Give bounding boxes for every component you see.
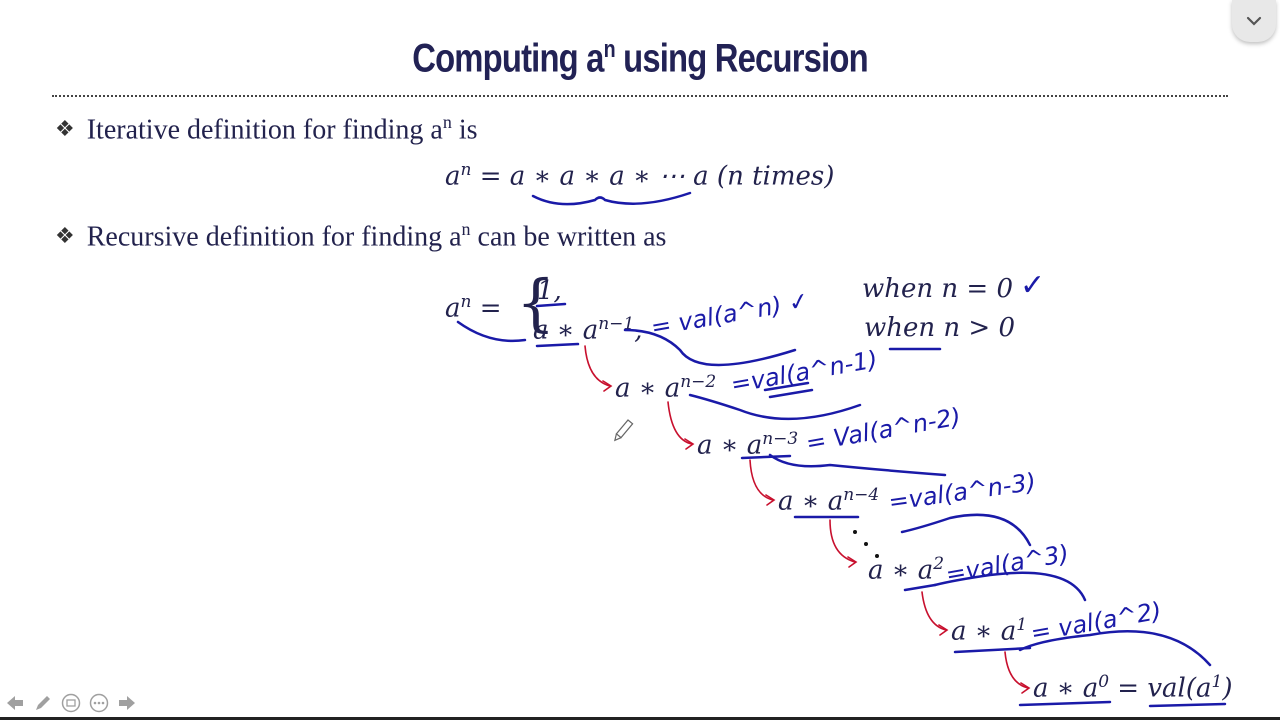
bullet-tail: can be written as bbox=[470, 221, 667, 253]
condition-1: when n = 0 bbox=[862, 274, 1013, 304]
expansion-step-4: a ∗ a2 bbox=[868, 554, 944, 586]
collapse-button[interactable] bbox=[1232, 0, 1276, 42]
step-tail-end: ) bbox=[1222, 673, 1233, 704]
bullet-recursive: ❖ Recursive definition for finding an can… bbox=[55, 219, 666, 253]
expansion-step-3: a ∗ an−4 bbox=[778, 485, 879, 517]
step-sup: 1 bbox=[1016, 615, 1028, 635]
case2-base: a ∗ a bbox=[533, 315, 599, 346]
lhs-sup: n bbox=[460, 292, 472, 312]
red-arrow-1 bbox=[584, 345, 611, 387]
step-sup: n−4 bbox=[843, 485, 880, 505]
formula-lhs-sup: n bbox=[460, 160, 472, 180]
recursive-lhs: an = bbox=[445, 292, 502, 324]
annotation-val-n3: =val(a^n-3) bbox=[886, 467, 1038, 517]
step-sup: 0 bbox=[1098, 672, 1110, 692]
step-base: a ∗ a bbox=[1033, 673, 1099, 704]
slides-icon[interactable] bbox=[60, 692, 82, 714]
expansion-step-5: a ∗ a1 bbox=[951, 615, 1027, 647]
slide-title: Computing an using Recursion bbox=[115, 36, 1165, 81]
red-arrow-3 bbox=[749, 459, 774, 501]
step-tail-sup: 1 bbox=[1211, 672, 1223, 692]
diamond-bullet-icon: ❖ bbox=[55, 116, 75, 142]
annotation-val-n1: =val(a^n-1) bbox=[728, 345, 880, 399]
title-sup: n bbox=[603, 36, 616, 63]
pen-icon[interactable] bbox=[32, 692, 54, 714]
red-arrow-4 bbox=[829, 519, 856, 563]
bullet-text: Iterative definition for finding a bbox=[86, 114, 443, 146]
expansion-step-2: a ∗ an−3 bbox=[697, 429, 798, 461]
annotation-val-3: =val(a^3) bbox=[943, 539, 1071, 589]
bullet-sup: n bbox=[461, 219, 471, 239]
annotation-val-n2: = Val(a^n-2) bbox=[803, 402, 963, 458]
step-sup: 2 bbox=[933, 554, 945, 574]
bullet-text: Recursive definition for finding a bbox=[86, 221, 462, 253]
chevron-down-icon bbox=[1246, 16, 1262, 26]
annotation-val-2: = val(a^2) bbox=[1028, 596, 1164, 648]
pencil-cursor-icon bbox=[614, 419, 634, 442]
case-2: a ∗ an−1, bbox=[533, 314, 642, 346]
formula-lhs: a bbox=[445, 161, 461, 192]
arrow-left-icon[interactable] bbox=[4, 692, 26, 714]
red-arrow-6 bbox=[1004, 651, 1029, 689]
iterative-formula: an = a ∗ a ∗ a ∗ ⋯ a (n times) bbox=[445, 160, 834, 192]
lhs-base: a bbox=[445, 293, 461, 324]
red-arrow-2 bbox=[667, 401, 693, 445]
step-tail: = val(a bbox=[1109, 673, 1212, 704]
bullet-iterative: ❖ Iterative definition for finding an is bbox=[55, 112, 478, 146]
slideshow-toolbar bbox=[4, 692, 138, 714]
annotation-val-n: = val(a^n) ✓ bbox=[648, 286, 812, 342]
title-main: Computing a bbox=[412, 36, 604, 81]
diamond-bullet-icon: ❖ bbox=[55, 223, 75, 249]
case2-sup: n−1 bbox=[598, 314, 635, 334]
step-base: a ∗ a bbox=[951, 616, 1017, 647]
underline-step4 bbox=[903, 583, 937, 592]
arrow-right-icon[interactable] bbox=[116, 692, 138, 714]
return-arrow-1 bbox=[623, 328, 797, 367]
bullet-sup: n bbox=[442, 112, 452, 132]
arrow-lhs bbox=[456, 320, 527, 343]
step-sup: n−3 bbox=[762, 429, 799, 449]
formula-rhs: = a ∗ a ∗ a ∗ ⋯ a (n times) bbox=[471, 161, 835, 192]
expansion-step-6: a ∗ a0 = val(a1) bbox=[1033, 672, 1232, 704]
underline-step5 bbox=[953, 646, 1032, 654]
case-1: 1, bbox=[537, 276, 562, 306]
title-rest: using Recursion bbox=[614, 36, 868, 81]
return-arrow-4 bbox=[900, 513, 1032, 547]
bottom-bar bbox=[0, 717, 1280, 720]
step-base: a ∗ a bbox=[615, 373, 681, 404]
condition-2: when n > 0 bbox=[864, 313, 1015, 343]
brace-under-iterative bbox=[531, 191, 692, 206]
step-sup: n−2 bbox=[680, 372, 717, 392]
annotation-check: ✓ bbox=[1020, 268, 1046, 303]
step-base: a ∗ a bbox=[697, 430, 763, 461]
case2-comma: , bbox=[634, 315, 643, 346]
step-base: a ∗ a bbox=[778, 486, 844, 517]
title-divider bbox=[52, 95, 1228, 97]
bullet-tail: is bbox=[451, 114, 478, 146]
red-arrow-5 bbox=[921, 591, 947, 631]
expansion-step-1: a ∗ an−2 bbox=[615, 372, 716, 404]
lhs-eq: = bbox=[479, 293, 502, 324]
step-base: a ∗ a bbox=[868, 555, 934, 586]
more-icon[interactable] bbox=[88, 692, 110, 714]
